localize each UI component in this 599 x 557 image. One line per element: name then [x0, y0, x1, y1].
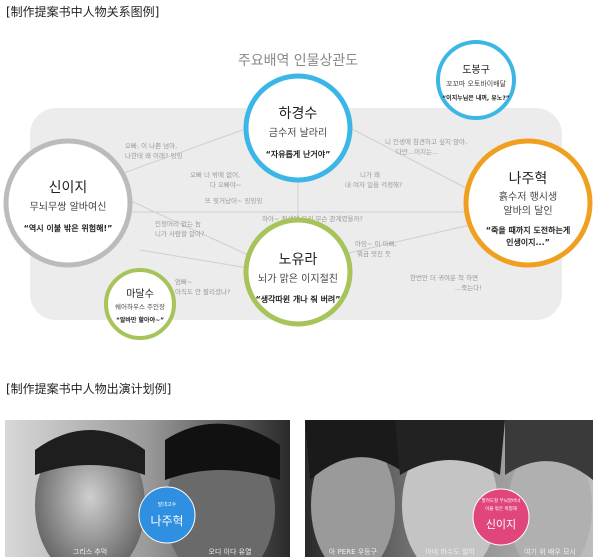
badge-name: 신이지 — [486, 518, 516, 531]
actor-face-left — [311, 435, 395, 557]
relation-label: 다만...이지는... — [396, 147, 438, 156]
character-node-noyura: 노유라 뇌가 맑은 이지절친 “생각따윈 개나 줘 버려” — [243, 217, 353, 327]
relation-label: 아잉~ 이 아빠, — [355, 239, 397, 248]
relation-lines — [117, 127, 471, 269]
section-title-casting: [制作提案书中人物出演计划例] — [6, 382, 172, 396]
relation-label: 오빠, 이 나쁜 넘아, — [125, 141, 177, 150]
relation-label: 아직도 안 팔리셨나? — [175, 287, 230, 296]
relation-label: 내 여자 일을 걱정해? — [345, 180, 403, 189]
svg-text:무뇌무쌍 알바여신: 무뇌무쌍 알바여신 — [30, 201, 107, 213]
relation-label: ...죽는다! — [455, 283, 482, 292]
badge-label: 팔려도할 무뇌알바녀 — [482, 497, 521, 504]
character-badge — [472, 488, 530, 546]
svg-text:도봉구: 도봉구 — [462, 64, 490, 76]
svg-text:신이지: 신이지 — [49, 180, 88, 196]
svg-text:알바의 달인: 알바의 달인 — [503, 205, 552, 217]
svg-text:흙수저 행시생: 흙수저 행시생 — [499, 190, 557, 203]
relation-label: 엄빠~ — [175, 277, 192, 286]
actor-hair-left — [35, 430, 145, 475]
actor-caption: 오디 이다 유열 — [208, 547, 251, 556]
svg-text:금수저 날라리: 금수저 날라리 — [269, 127, 327, 139]
section-title-relationship: [制作提案书中人物关系图例] — [6, 5, 160, 19]
relation-labels: 오빠, 이 나쁜 넘아, 나한테 왜 이래? 잉잉 니 인생에 참견하고 싶지 … — [125, 137, 482, 296]
relation-label: 니가 사람할 알아? — [155, 229, 204, 238]
actor-hair-right — [505, 420, 593, 480]
actor-caption: 아네 하수도 벌어 — [425, 547, 475, 556]
actor-hair-center — [395, 420, 505, 475]
relation-label: 한번만 더 귀여운 척 하면 — [410, 273, 478, 282]
svg-text:꼬꼬마 오토바이배달: 꼬꼬마 오토바이배달 — [446, 79, 507, 88]
svg-text:쉐어하우스 주인장: 쉐어하우스 주인장 — [115, 302, 165, 311]
svg-text:노유라: 노유라 — [279, 252, 318, 268]
relation-label: 인정머리 없는 놈 — [155, 219, 201, 228]
svg-text:나주혁: 나주혁 — [509, 171, 548, 187]
relation-label: 오빠 너 밖에 없어, — [190, 170, 240, 179]
svg-text:인생이지...”: 인생이지...” — [506, 237, 550, 247]
svg-text:“생각따윈 개나 줘 버려”: “생각따윈 개나 줘 버려” — [255, 294, 340, 304]
badge-sublabel: 이불 밖은 위험해 — [485, 505, 517, 512]
relation-label: 니 인생에 참견하고 싶지 않아, — [385, 137, 467, 146]
character-node-dobonggu: 도봉구 꼬꼬마 오토바이배달 “이지누님은 내꺼, 유노?” — [436, 40, 516, 120]
actor-hair-right — [165, 423, 280, 480]
actor-caption: 여기 위 배우 모시 — [524, 547, 576, 556]
relation-label: 뭐금 멋진 듯 — [357, 249, 391, 258]
badge-label: 발대고수 — [158, 501, 177, 508]
svg-text:“자유롭게 난거야”: “자유롭게 난거야” — [266, 149, 331, 159]
svg-text:“역시 이불 밖은 위험해!”: “역시 이불 밖은 위험해!” — [24, 223, 113, 233]
svg-text:하경수: 하경수 — [279, 106, 318, 122]
character-node-najuhyeok: 나주혁 흙수저 행시생 알바의 달인 “죽을 때까지 도전하는게 인생이지...… — [463, 138, 593, 268]
diagram-background — [30, 108, 562, 320]
actor-face-right — [508, 440, 592, 557]
svg-text:“죽을 때까지 도전하는게: “죽을 때까지 도전하는게 — [486, 225, 570, 235]
character-badge — [138, 486, 196, 544]
relationship-diagram: 주요배역 인물상관도 오빠, 이 나쁜 넘아, 나한테 왜 이래? 잉잉 니 인… — [3, 40, 593, 340]
relation-label: 니가 왜 — [360, 170, 380, 179]
badge-name: 나주혁 — [150, 514, 183, 528]
svg-text:“알바만 할아야~”: “알바만 할아야~” — [116, 316, 164, 324]
relation-label: 나한테 왜 이래? 잉잉 — [125, 151, 183, 160]
svg-text:“이지누님은 내꺼, 유노?”: “이지누님은 내꺼, 유노?” — [442, 94, 510, 102]
relation-label: 또 뭣거났어~ 잉잉잉 — [205, 196, 262, 205]
actor-caption: 아 PERE 우등구 — [329, 547, 378, 556]
actor-caption: 그리스 추먹 — [73, 547, 107, 556]
character-node-hakyeongsu: 하경수 금수저 날라리 “자유롭게 난거야” — [243, 73, 353, 183]
diagram-title: 주요배역 인물상관도 — [238, 53, 358, 69]
actor-hair-left — [305, 420, 405, 480]
relation-label: 다 오빠야~ — [210, 180, 241, 189]
svg-text:마달수: 마달수 — [126, 288, 154, 300]
svg-text:뇌가 맑은 이지절친: 뇌가 맑은 이지절친 — [258, 272, 338, 285]
character-node-sinyiji: 신이지 무뇌무쌍 알바여신 “역시 이불 밖은 위험해!” — [3, 138, 133, 268]
poster-sinyiji: 팔려도할 무뇌알바녀 이불 밖은 위험해 신이지 아 PERE 우등구 아네 하… — [305, 420, 593, 557]
character-node-madalsu: 마달수 쉐어하우스 주인장 “알바만 할아야~” — [104, 268, 176, 340]
relation-label: 하아~ 전생에 우리 무슨 관계였을까? — [262, 214, 363, 223]
poster-najuhyeok: 발대고수 나주혁 그리스 추먹 오디 이다 유열 — [5, 420, 290, 557]
